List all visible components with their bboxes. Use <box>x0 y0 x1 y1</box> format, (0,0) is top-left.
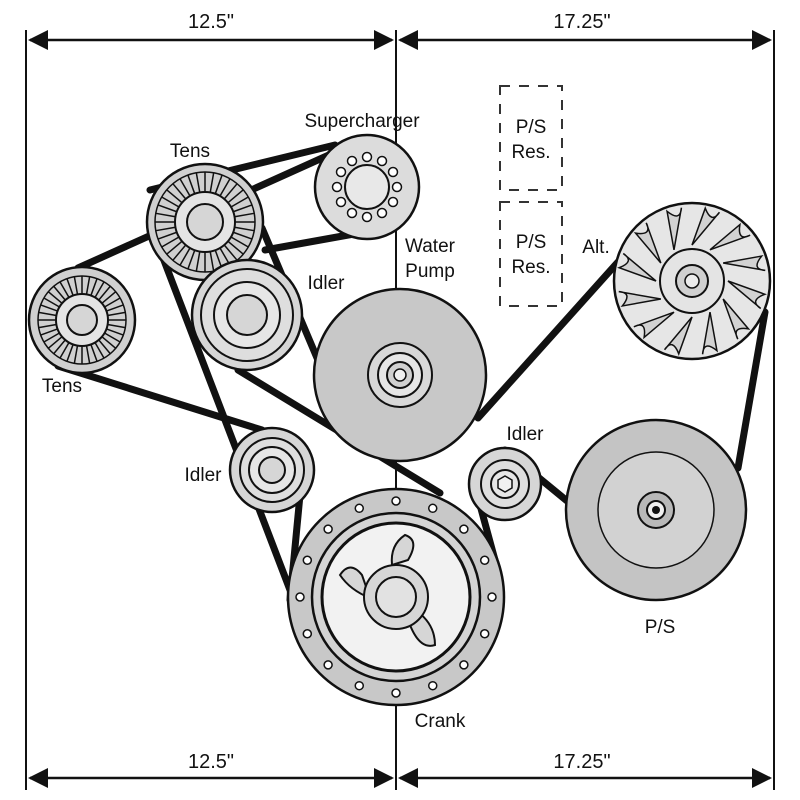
top-tensioner-label: Tens <box>170 141 210 162</box>
power-steering-label: P/S <box>645 617 676 638</box>
supercharger-pulley <box>313 133 421 241</box>
left-idler-label: Idler <box>185 465 223 486</box>
belt-lefttens-to-idler <box>54 362 266 434</box>
right-idler-label: Idler <box>507 424 545 445</box>
alternator-pulley <box>612 201 772 361</box>
ps-reservoir-outline-2 <box>499 201 563 307</box>
bottom-left-dimension-label: 12.5" <box>188 751 234 773</box>
bottom-right-dimension-label: 17.25" <box>553 751 610 773</box>
power-steering-pulley <box>564 418 748 602</box>
crank-pulley <box>286 487 506 707</box>
left-idler-pulley <box>228 426 316 514</box>
ps-reservoir-2-label-line1: P/S <box>516 232 547 253</box>
right-idler-pulley <box>467 446 543 522</box>
water-pump-pulley <box>312 287 488 463</box>
water-pump-label-line1: Water <box>405 236 456 257</box>
left-tensioner-label: Tens <box>42 376 82 397</box>
alternator-label: Alt. <box>582 237 609 258</box>
water-pump-label-line2: Pump <box>405 261 455 282</box>
top-left-dimension-label: 12.5" <box>188 11 234 33</box>
upper-idler-label: Idler <box>308 273 346 294</box>
top-tensioner-pulley <box>145 162 265 282</box>
ps-reservoir-1-label-line1: P/S <box>516 117 547 138</box>
ps-reservoir-2-label-line2: Res. <box>511 257 550 278</box>
top-right-dimension-label: 17.25" <box>553 11 610 33</box>
ps-reservoir-outline-1 <box>499 85 563 191</box>
belt-alternator-to-ps <box>734 308 769 472</box>
upper-idler-pulley <box>190 258 304 372</box>
supercharger-label: Supercharger <box>304 111 420 132</box>
belt-waterpump-to-alternator <box>474 258 622 422</box>
ps-reservoir-1-label-line2: Res. <box>511 142 550 163</box>
left-tensioner-pulley <box>27 265 137 375</box>
crank-label: Crank <box>415 711 466 732</box>
